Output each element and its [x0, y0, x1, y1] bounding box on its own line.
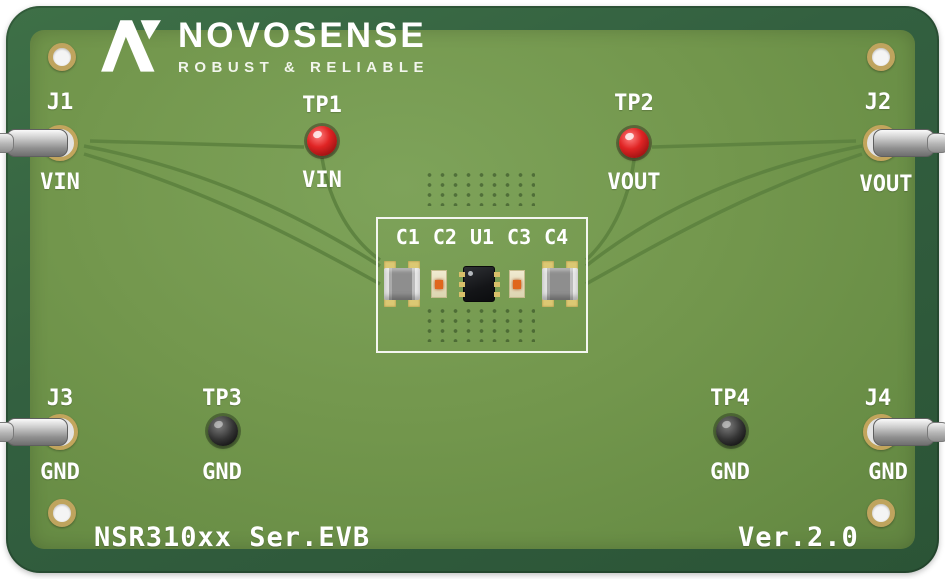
- brand-name: NOVOSENSE: [178, 16, 427, 55]
- via-grid-bottom: [423, 306, 535, 342]
- capacitor-c4: [542, 261, 578, 307]
- components-outline-box: C1 C2 U1 C3 C4: [376, 217, 588, 353]
- label-j4-net: GND: [868, 460, 908, 485]
- ic-u1: [459, 266, 500, 302]
- testpoint-tp4: [716, 416, 746, 446]
- connector-j2: [851, 123, 945, 163]
- mounting-hole-top-right: [867, 43, 895, 71]
- label-tp3-net: GND: [202, 460, 242, 485]
- label-tp1: TP1: [302, 93, 342, 118]
- novosense-logo-icon: [101, 20, 161, 72]
- component-labels: C1 C2 U1 C3 C4: [378, 225, 586, 249]
- connector-j1-barrel: [6, 129, 68, 157]
- board-name: NSR310xx Ser.EVB: [94, 522, 371, 553]
- label-tp4-net: GND: [710, 460, 750, 485]
- label-j2: J2: [864, 90, 892, 115]
- mounting-hole-top-left: [48, 43, 76, 71]
- capacitor-c1: [384, 261, 420, 307]
- label-tp3: TP3: [202, 386, 242, 411]
- label-tp4: TP4: [710, 386, 750, 411]
- connector-j1-pin: [0, 133, 14, 153]
- connector-j1: [0, 123, 90, 163]
- component-label-u1: U1: [469, 225, 495, 249]
- label-tp2-net: VOUT: [607, 170, 661, 195]
- mounting-hole-bottom-right: [867, 499, 895, 527]
- label-j3: J3: [46, 386, 74, 411]
- logo: NOVOSENSE ROBUST & RELIABLE: [96, 16, 429, 78]
- via-grid-top: [423, 170, 535, 206]
- label-j1-net: VIN: [40, 170, 80, 195]
- board-version: Ver.2.0: [738, 522, 859, 553]
- testpoint-tp3: [208, 416, 238, 446]
- component-label-c1: C1: [395, 225, 420, 249]
- capacitor-c3: [509, 270, 525, 298]
- component-label-c2: C2: [432, 225, 457, 249]
- connector-j4-pin: [927, 422, 945, 442]
- label-j4: J4: [864, 386, 892, 411]
- label-j2-net: VOUT: [859, 172, 913, 197]
- logo-text: NOVOSENSE ROBUST & RELIABLE: [178, 16, 429, 76]
- mounting-hole-bottom-left: [48, 499, 76, 527]
- label-tp2: TP2: [614, 91, 654, 116]
- connector-j2-pin: [927, 133, 945, 153]
- component-label-c3: C3: [507, 225, 532, 249]
- component-label-c4: C4: [544, 225, 569, 249]
- connector-j3-pin: [0, 422, 14, 442]
- testpoint-tp1: [307, 126, 337, 156]
- connector-j4: [851, 412, 945, 452]
- brand-tagline: ROBUST & RELIABLE: [178, 59, 429, 76]
- label-tp1-net: VIN: [302, 168, 342, 193]
- connector-j3: [0, 412, 90, 452]
- capacitor-c2: [431, 270, 447, 298]
- label-j1: J1: [46, 90, 74, 115]
- connector-j3-barrel: [6, 418, 68, 446]
- testpoint-tp2: [619, 128, 649, 158]
- connector-j2-barrel: [873, 129, 935, 157]
- connector-j4-barrel: [873, 418, 935, 446]
- label-j3-net: GND: [40, 460, 80, 485]
